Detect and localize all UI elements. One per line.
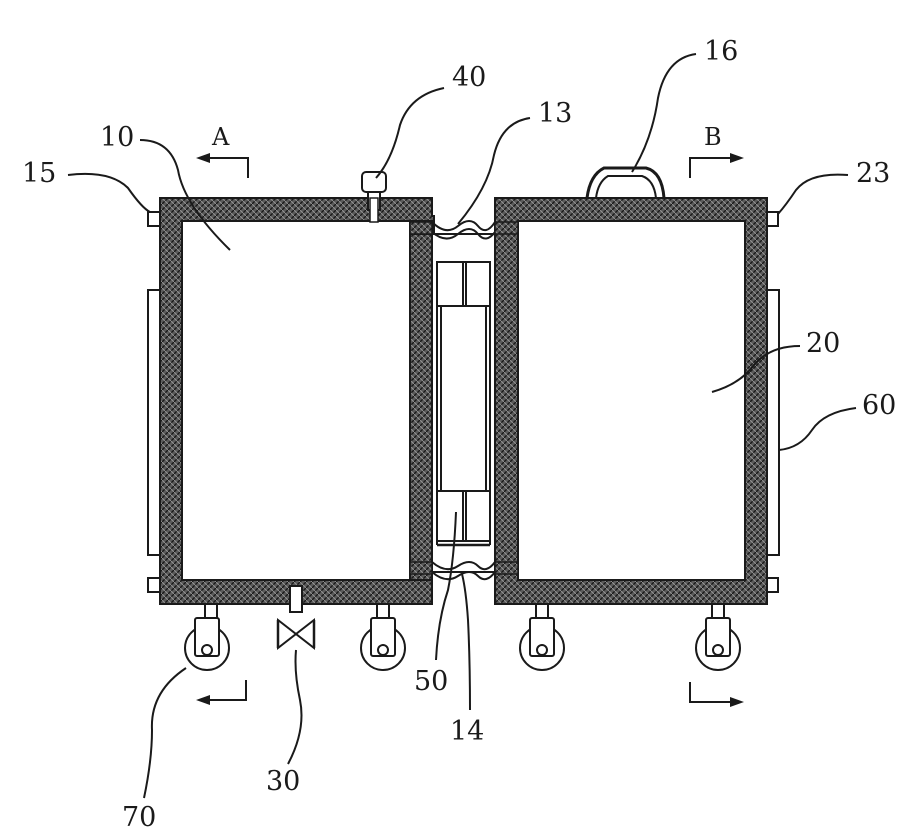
label-caster: 70: [122, 802, 156, 833]
linkage-assembly: [432, 234, 495, 572]
caster-3: [520, 604, 564, 670]
label-tank-right: 20: [806, 328, 840, 359]
left-side-panel: [148, 290, 160, 555]
section-label-a: A: [211, 123, 230, 151]
label-valve: 30: [266, 766, 300, 797]
label-left-fitting: 15: [22, 158, 56, 189]
section-mark-b-top: B: [690, 123, 744, 178]
carry-handle: [587, 168, 664, 198]
label-top-bellows: 13: [538, 98, 572, 129]
label-bottom-bellows: 14: [450, 716, 484, 747]
section-mark-a-bottom: [196, 680, 246, 705]
label-tank-left: 10: [100, 122, 134, 153]
section-mark-a-top: A: [196, 123, 248, 178]
section-label-b: B: [704, 123, 722, 151]
left-tank-wall: [160, 198, 434, 604]
label-linkage: 50: [414, 666, 448, 697]
caster-2: [361, 604, 405, 670]
left-bottom-fitting: [148, 578, 160, 592]
label-handle: 16: [704, 36, 738, 67]
caster-1: [185, 604, 229, 670]
right-bottom-fitting: [767, 578, 778, 592]
section-mark-b-bottom: [690, 682, 744, 707]
left-top-fitting: [148, 212, 160, 226]
caster-4: [696, 604, 740, 670]
label-vent: 40: [452, 62, 486, 93]
label-side-panel: 60: [862, 390, 896, 421]
right-side-panel: [767, 290, 779, 555]
right-top-fitting: [767, 212, 778, 226]
label-right-fitting: 23: [856, 158, 890, 189]
right-tank-wall: [495, 198, 767, 604]
